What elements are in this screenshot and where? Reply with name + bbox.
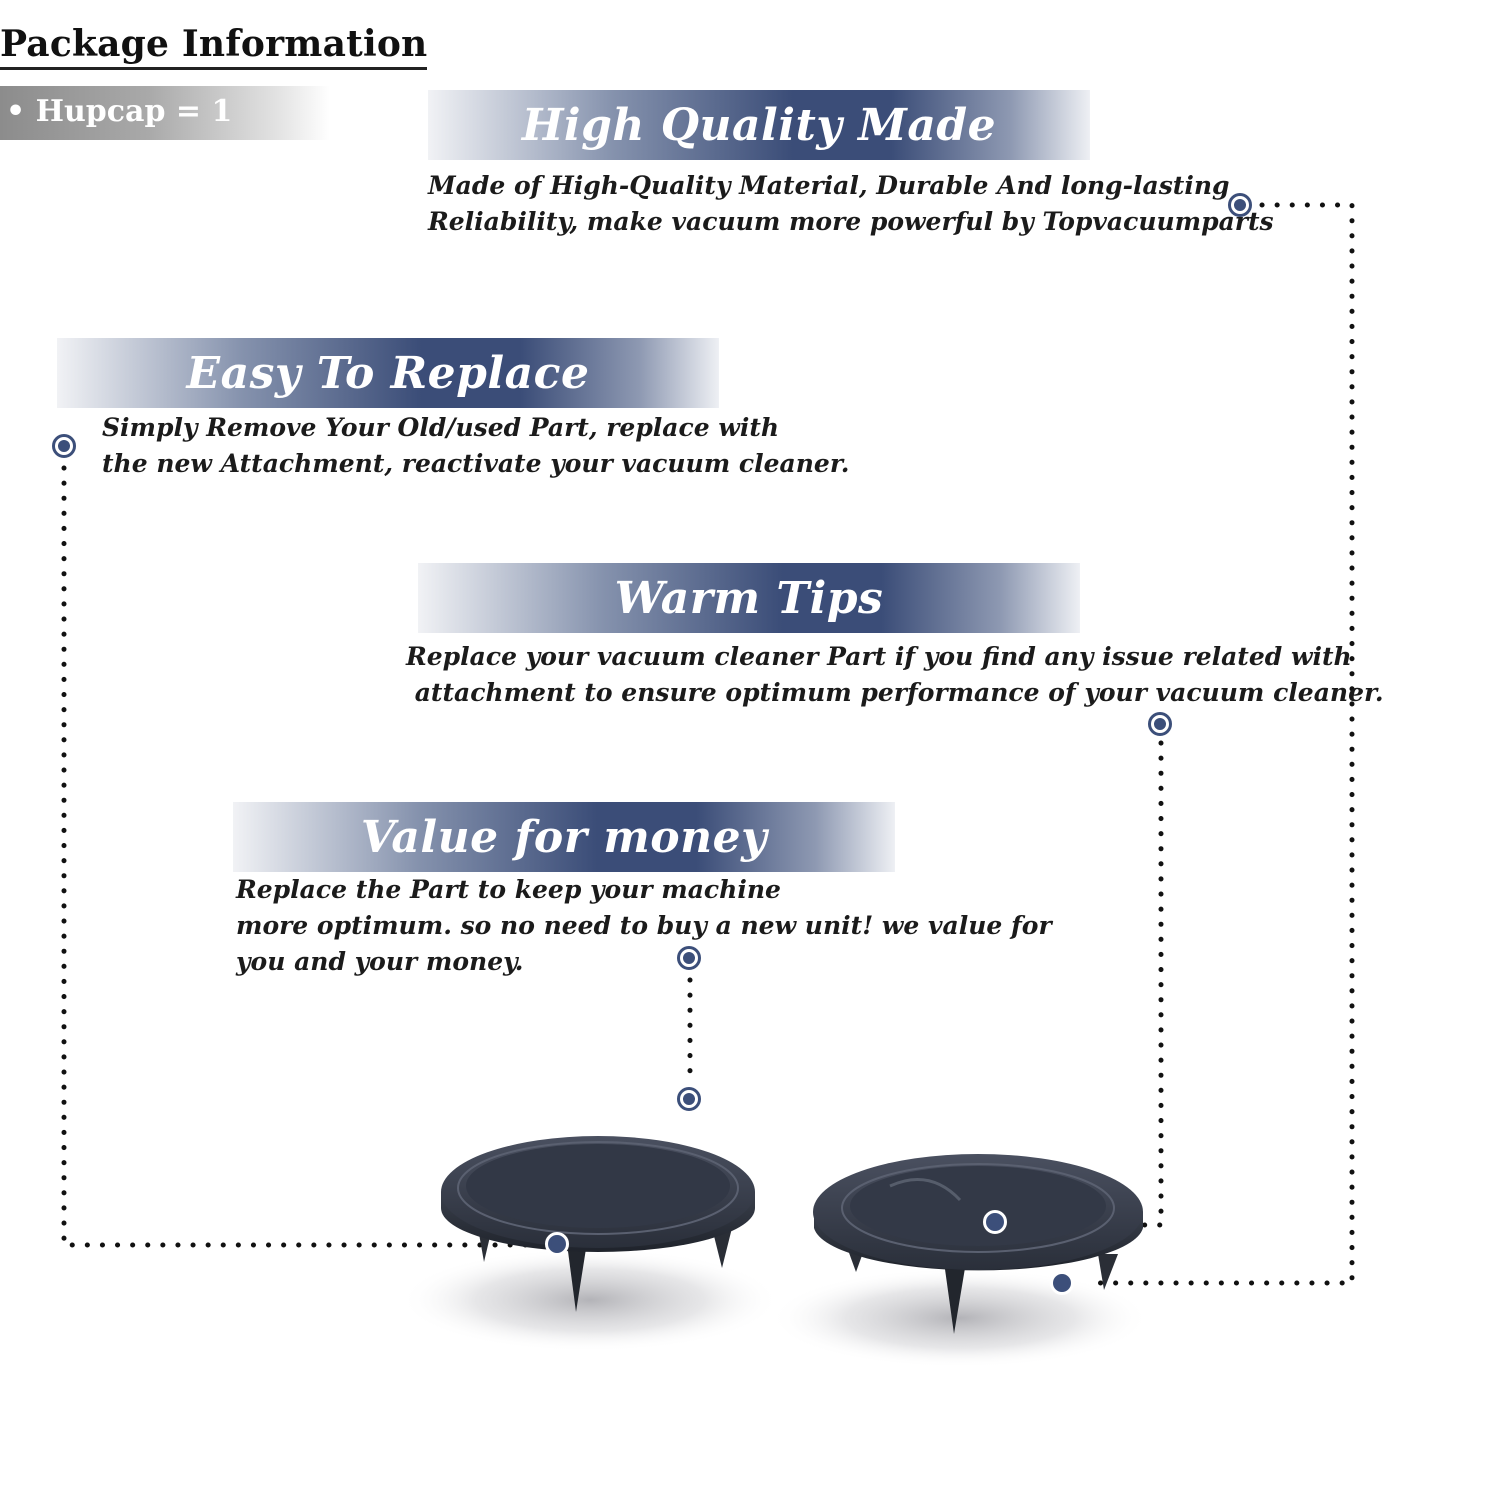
callout-dot-easy-replace: [52, 434, 76, 458]
package-item-bar: [0, 86, 330, 140]
section-banner-easy-replace: Easy To Replace: [57, 338, 719, 408]
package-information-title: Package Information: [0, 23, 428, 71]
section-desc-warm-tips: Replace your vacuum cleaner Part if you …: [406, 639, 1384, 711]
callout-dot-left-cap: [545, 1232, 569, 1256]
section-desc-value: Replace the Part to keep your machine mo…: [236, 872, 1052, 980]
desc-line: Replace your vacuum cleaner Part if you …: [406, 642, 1352, 671]
section-banner-warm-tips: Warm Tips: [418, 563, 1080, 633]
callout-dot-high-quality: [1228, 193, 1252, 217]
desc-line: attachment to ensure optimum performance…: [406, 678, 1384, 707]
hubcap-left: [400, 1136, 780, 1352]
connector-easy-replace: [61, 465, 543, 1248]
hubcap-right: [770, 1154, 1150, 1368]
package-item: • Hupcap = 1: [6, 94, 233, 129]
callout-dot-warm-tips: [1148, 712, 1172, 736]
section-banner-high-quality: High Quality Made: [428, 90, 1090, 160]
section-title-value: Value for money: [360, 811, 768, 863]
section-banner-value: Value for money: [233, 802, 895, 872]
desc-line: Replace the Part to keep your machine: [236, 875, 781, 904]
desc-line: Made of High-Quality Material, Durable A…: [428, 171, 1230, 200]
section-title-warm-tips: Warm Tips: [614, 572, 884, 624]
section-desc-easy-replace: Simply Remove Your Old/used Part, replac…: [102, 410, 849, 482]
desc-line: Reliability, make vacuum more powerful b…: [428, 207, 1274, 236]
section-desc-high-quality: Made of High-Quality Material, Durable A…: [428, 168, 1274, 240]
callout-dot-right-cap-foot: [1050, 1271, 1074, 1295]
callout-dot-value-target: [677, 1087, 701, 1111]
desc-line: the new Attachment, reactivate your vacu…: [102, 449, 850, 478]
section-title-easy-replace: Easy To Replace: [186, 347, 590, 399]
desc-line: more optimum. so no need to buy a new un…: [236, 911, 1052, 940]
callout-dot-right-cap-top: [983, 1210, 1007, 1234]
section-title-high-quality: High Quality Made: [521, 99, 997, 151]
desc-line: you and your money.: [236, 947, 524, 976]
desc-line: Simply Remove Your Old/used Part, replac…: [102, 413, 780, 442]
callout-dot-value: [677, 946, 701, 970]
connector-warm-tips: [1037, 740, 1164, 1228]
connector-high-quality: [1087, 202, 1355, 1286]
